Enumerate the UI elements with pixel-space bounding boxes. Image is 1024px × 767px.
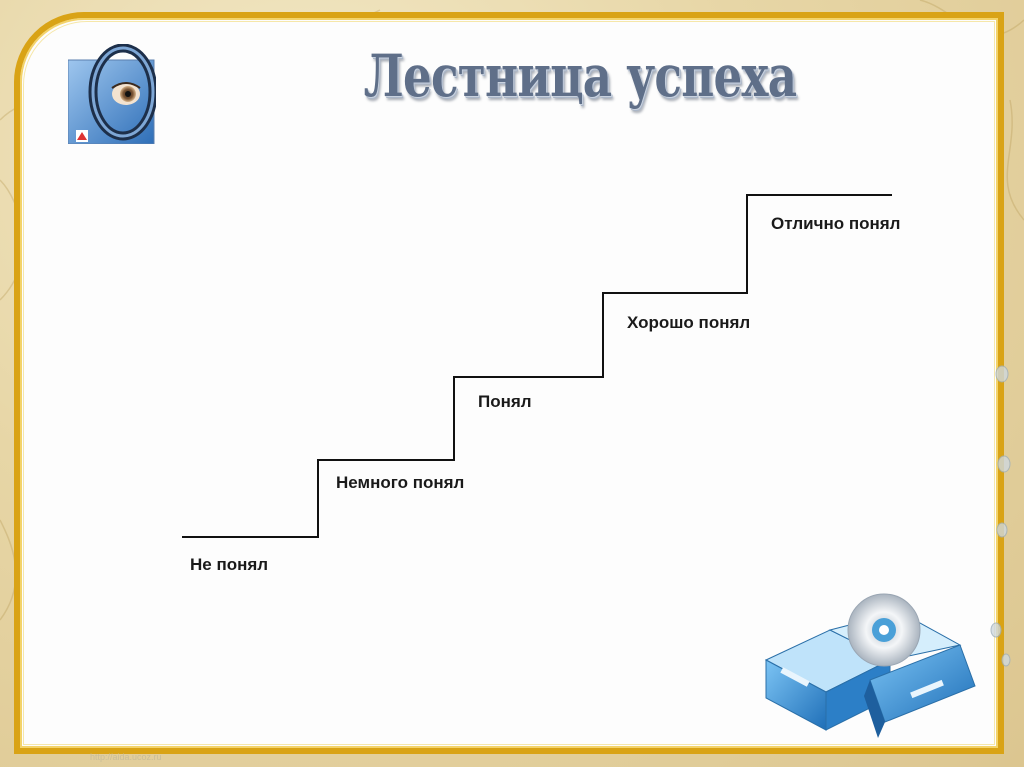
step-label-2: Понял xyxy=(478,392,532,411)
blue-binders-with-disc-icon xyxy=(764,593,976,738)
water-drops-icon xyxy=(990,365,1011,667)
success-staircase-diagram: Не понял Немного понял Понял Хорошо поня… xyxy=(170,180,970,590)
staircase-lines xyxy=(182,194,892,538)
step-label-3: Хорошо понял xyxy=(627,313,751,332)
slide-title: Лестница успеха xyxy=(363,42,797,110)
step-label-4: Отлично понял xyxy=(771,214,901,233)
staircase-line xyxy=(182,194,892,538)
step-label-0: Не понял xyxy=(190,555,269,574)
step-label-1: Немного понял xyxy=(336,473,465,492)
eye-logo-icon xyxy=(68,44,156,144)
footer-url: http://aida.ucoz.ru xyxy=(90,752,162,762)
